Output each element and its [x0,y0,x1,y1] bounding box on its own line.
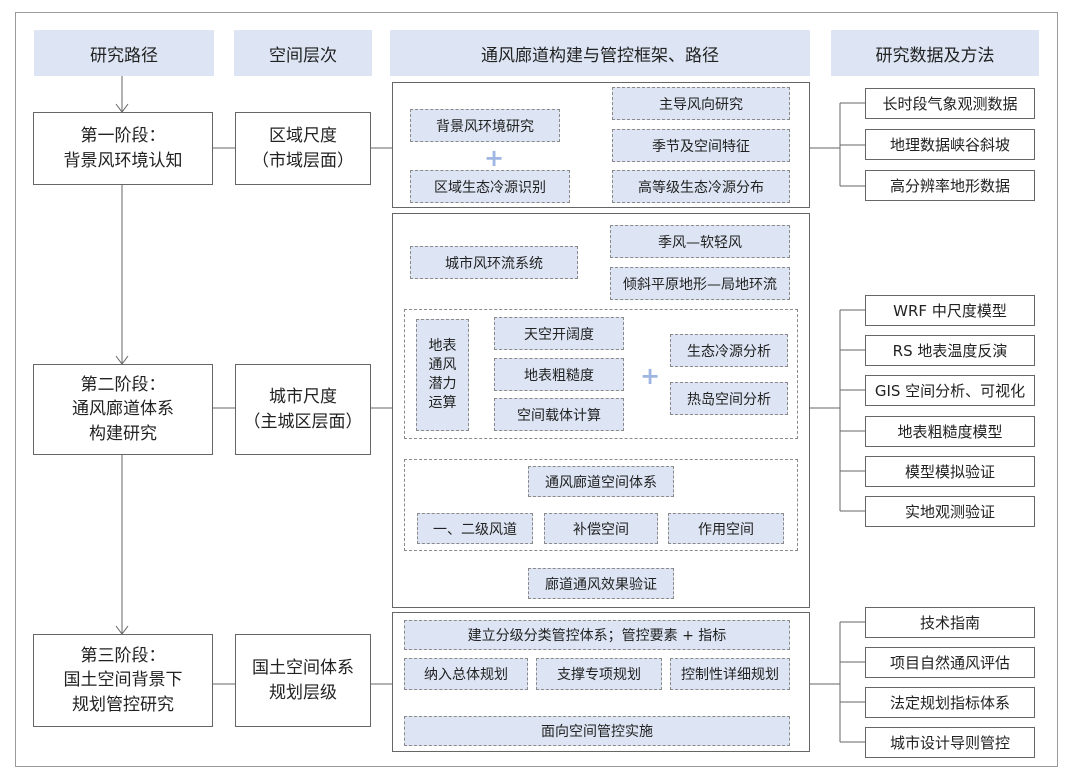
overall-plan-box: 纳入总体规划 [404,658,528,690]
slope-flow-box: 倾斜平原地形—局地环流 [610,267,790,300]
potential-calc-box: 地表 通风 潜力 运算 [416,319,469,431]
method-2-2: RS 地表温度反演 [865,335,1035,366]
stage-1-box: 第一阶段： 背景风环境认知 [33,112,213,185]
detail-plan-box: 控制性详细规划 [670,658,790,690]
level-1-box: 区域尺度 （市域层面） [235,112,371,185]
method-3-2: 项目自然通风评估 [865,647,1035,678]
header-framework: 通风廊道构建与管控框架、路径 [390,30,810,76]
method-1-1: 长时段气象观测数据 [865,88,1035,119]
cold-analysis-box: 生态冷源分析 [670,334,788,367]
stage-3-box: 第三阶段： 国土空间背景下 规划管控研究 [33,634,213,727]
implementation-box: 面向空间管控实施 [404,716,790,746]
effect-space-box: 作用空间 [668,513,784,544]
level12-box: 一、二级风道 [417,513,533,544]
compensation-box: 补偿空间 [544,513,658,544]
header-research-path: 研究路径 [34,30,214,76]
header-data-methods: 研究数据及方法 [831,30,1039,76]
heat-island-box: 热岛空间分析 [670,382,788,415]
plus-icon: + [484,144,505,172]
urban-wind-box: 城市风环流系统 [410,246,578,279]
roughness-box: 地表粗糙度 [494,358,624,391]
corridor-system-group [404,459,798,551]
verify-box: 廊道通风效果验证 [528,568,674,599]
header-spatial-level: 空间层次 [234,30,372,76]
bg-wind-box: 背景风环境研究 [410,109,560,142]
method-2-3: GIS 空间分析、可视化 [865,375,1035,406]
carrier-calc-box: 空间载体计算 [494,398,624,431]
monsoon-box: 季风—软轻风 [610,225,790,258]
method-2-6: 实地观测验证 [865,496,1035,527]
stage-2-box: 第二阶段： 通风廊道体系 构建研究 [33,364,213,455]
plus-icon: + [640,362,661,390]
method-2-4: 地表粗糙度模型 [865,416,1035,447]
special-plan-box: 支撑专项规划 [536,658,662,690]
method-2-1: WRF 中尺度模型 [865,295,1035,326]
diagram-frame [15,12,1058,767]
level-2-box: 城市尺度 （主城区层面） [235,364,371,455]
method-1-2: 地理数据峡谷斜坡 [865,129,1035,160]
method-3-3: 法定规划指标体系 [865,687,1035,718]
method-1-3: 高分辨率地形数据 [865,170,1035,201]
dominant-wind-box: 主导风向研究 [612,87,790,120]
potential-calc-group [404,309,798,439]
sky-open-box: 天空开阔度 [494,317,624,350]
method-2-5: 模型模拟验证 [865,456,1035,487]
level-3-box: 国土空间体系 规划层级 [235,634,371,727]
method-3-4: 城市设计导则管控 [865,727,1035,758]
cold-source-id-box: 区域生态冷源识别 [410,170,570,203]
method-3-1: 技术指南 [865,607,1035,638]
high-cold-source-box: 高等级生态冷源分布 [612,170,790,203]
control-system-box: 建立分级分类管控体系；管控要素 + 指标 [404,620,790,650]
seasonal-box: 季节及空间特征 [612,129,790,162]
corridor-system-box: 通风廊道空间体系 [528,466,674,497]
